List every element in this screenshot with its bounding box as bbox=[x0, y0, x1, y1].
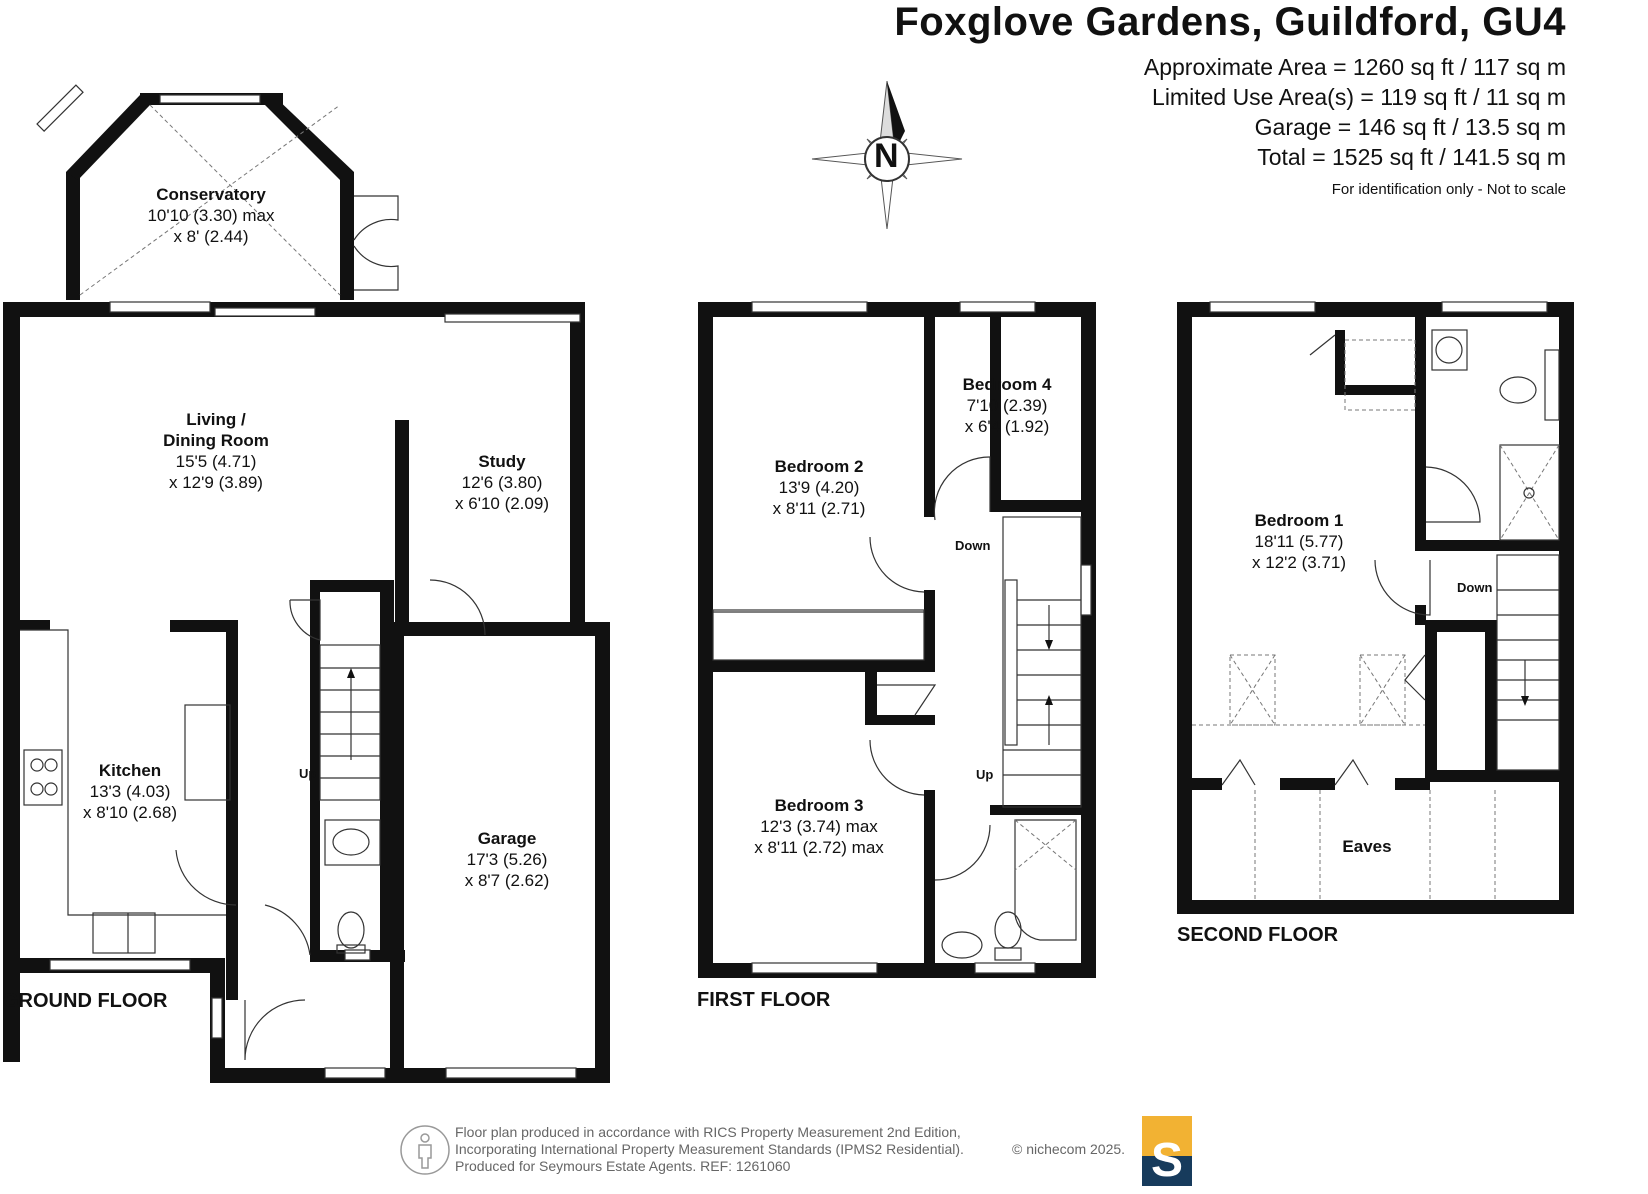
person-icon bbox=[400, 1125, 450, 1175]
ground-floor-label: GROUND FLOOR bbox=[3, 990, 168, 1012]
footer-line1: Floor plan produced in accordance with R… bbox=[455, 1124, 961, 1140]
bedroom2-label: Bedroom 2 13'9 (4.20) x 8'11 (2.71) bbox=[773, 456, 866, 519]
compass-north-letter: N bbox=[874, 137, 899, 175]
second-shower-room bbox=[1425, 329, 1560, 541]
bedroom1-dim2: x 12'2 (3.71) bbox=[1252, 553, 1346, 572]
copyright-notice: © nichecom 2025. bbox=[1012, 1141, 1126, 1157]
bedroom4-dim2: x 6'4 (1.92) bbox=[964, 417, 1050, 436]
living-dim2: x 12'9 (3.89) bbox=[169, 473, 263, 492]
bedroom3-name: Bedroom 3 bbox=[774, 796, 864, 815]
conservatory-label: Conservatory 10'10 (3.30) max x 8' (2.44… bbox=[147, 184, 274, 247]
ground-floor-walls bbox=[3, 301, 610, 1083]
study-name: Study bbox=[478, 452, 526, 471]
conservatory-walls bbox=[36, 84, 399, 300]
first-stairs-down-label: Down bbox=[955, 538, 991, 553]
living-dim1: 15'5 (4.71) bbox=[175, 452, 257, 471]
second-floor-plan bbox=[1177, 301, 1574, 914]
footer-text: Floor plan produced in accordance with R… bbox=[455, 1124, 964, 1175]
first-bathroom bbox=[941, 819, 1077, 961]
study-label: Study 12'6 (3.80) x 6'10 (2.09) bbox=[455, 451, 549, 514]
seymours-logo: S bbox=[1142, 1116, 1192, 1186]
bedroom1-dim1: 18'11 (5.77) bbox=[1254, 532, 1344, 551]
bedroom3-dim2: x 8'11 (2.72) max bbox=[754, 838, 884, 857]
first-floor-plan bbox=[698, 301, 1096, 978]
identification-note: For identification only - Not to scale bbox=[1331, 181, 1566, 198]
kitchen-label: Kitchen 13'3 (4.03) x 8'10 (2.68) bbox=[83, 760, 177, 823]
svg-text:S: S bbox=[1151, 1134, 1183, 1186]
first-stairs bbox=[1002, 516, 1082, 808]
bedroom4-dim1: 7'10 (2.39) bbox=[966, 396, 1048, 415]
kitchen-dim1: 13'3 (4.03) bbox=[89, 782, 171, 801]
approximate-area: Approximate Area = 1260 sq ft / 117 sq m bbox=[1143, 54, 1566, 80]
living-name2: Dining Room bbox=[163, 431, 269, 450]
garage-dim1: 17'3 (5.26) bbox=[466, 850, 548, 869]
bedroom3-label: Bedroom 3 12'3 (3.74) max x 8'11 (2.72) … bbox=[754, 795, 884, 858]
living-room-label: Living / Dining Room 15'5 (4.71) x 12'9 … bbox=[163, 409, 269, 493]
conservatory-dim2: x 8' (2.44) bbox=[173, 227, 249, 246]
limited-use-area: Limited Use Area(s) = 119 sq ft / 11 sq … bbox=[1152, 84, 1566, 110]
kitchen-dim2: x 8'10 (2.68) bbox=[83, 803, 177, 822]
first-doors bbox=[869, 456, 991, 881]
ground-stairs bbox=[289, 599, 381, 801]
bedroom1-name: Bedroom 1 bbox=[1254, 511, 1344, 530]
footer-line2: Incorporating International Property Mea… bbox=[455, 1141, 964, 1157]
conservatory-dim1: 10'10 (3.30) max bbox=[147, 206, 275, 225]
kitchen-name: Kitchen bbox=[98, 761, 162, 780]
bedroom4-name: Bedroom 4 bbox=[962, 375, 1052, 394]
garage-area: Garage = 146 sq ft / 13.5 sq m bbox=[1254, 114, 1566, 140]
bedroom2-dim1: 13'9 (4.20) bbox=[778, 478, 860, 497]
bedroom2-name: Bedroom 2 bbox=[774, 457, 864, 476]
footer-line3: Produced for Seymours Estate Agents. REF… bbox=[455, 1158, 791, 1174]
ground-doors bbox=[244, 579, 486, 1061]
bedroom2-dim2: x 8'11 (2.71) bbox=[772, 499, 866, 518]
bedroom1-label: Bedroom 1 18'11 (5.77) x 12'2 (3.71) bbox=[1252, 510, 1346, 573]
study-dim1: 12'6 (3.80) bbox=[461, 473, 543, 492]
first-stairs-up-label: Up bbox=[976, 767, 994, 782]
bedroom3-dim1: 12'3 (3.74) max bbox=[760, 817, 878, 836]
garage-label: Garage 17'3 (5.26) x 8'7 (2.62) bbox=[465, 828, 550, 891]
study-dim2: x 6'10 (2.09) bbox=[455, 494, 549, 513]
conservatory-name: Conservatory bbox=[156, 185, 266, 204]
north-compass-icon bbox=[811, 80, 963, 230]
garage-dim2: x 8'7 (2.62) bbox=[464, 871, 550, 890]
ground-wc bbox=[324, 819, 381, 954]
garage-name: Garage bbox=[477, 829, 537, 848]
second-floor-label: SECOND FLOOR bbox=[1177, 924, 1339, 946]
eaves-label: Eaves bbox=[1342, 836, 1391, 857]
bedroom4-label: Bedroom 4 7'10 (2.39) x 6'4 (1.92) bbox=[963, 374, 1052, 437]
kitchen-fittings bbox=[20, 629, 237, 954]
property-title: Foxglove Gardens, Guildford, GU4 bbox=[894, 0, 1566, 44]
second-stairs-down-label: Down bbox=[1457, 580, 1493, 595]
eaves-name: Eaves bbox=[1342, 837, 1392, 856]
ground-stairs-up-label: Up bbox=[299, 766, 317, 781]
second-stairs bbox=[1374, 554, 1560, 771]
first-floor-label: FIRST FLOOR bbox=[697, 989, 831, 1011]
total-area: Total = 1525 sq ft / 141.5 sq m bbox=[1257, 144, 1566, 170]
living-name: Living / bbox=[186, 410, 246, 429]
ground-floor-plan bbox=[3, 84, 610, 1083]
